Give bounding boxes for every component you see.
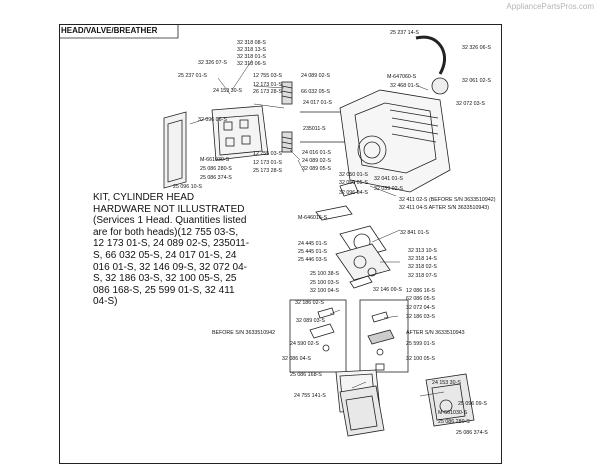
part-number-label: 32 096 04-S xyxy=(339,190,368,196)
part-number-label: 32 050 01-S xyxy=(339,172,368,178)
valve-springs-part xyxy=(281,81,293,153)
part-number-label: 24 089 02-S xyxy=(301,73,330,79)
part-number-label: 25 599 01-S xyxy=(406,341,435,347)
part-number-label: 24 153 30-S xyxy=(213,88,242,94)
valve-covers-bottom-part xyxy=(335,369,475,437)
part-number-label: 25 086 168-S xyxy=(290,372,322,378)
part-number-label: 32 411 02-S (BEFORE S/N 3633510942) xyxy=(399,197,496,203)
part-number-label: 12 755 03-S xyxy=(253,73,282,79)
part-number-label: 32 061 02-S xyxy=(462,78,491,84)
part-number-label: 32 089 05-S xyxy=(302,166,331,172)
part-number-label: 32 318 02-S xyxy=(408,264,437,270)
part-number-label: 32 318 06-S xyxy=(237,61,266,67)
part-number-label: 32 318 13-S xyxy=(237,47,266,53)
part-number-label: 32 100 05-S xyxy=(406,356,435,362)
part-number-label: 26 173 28-S xyxy=(253,89,282,95)
part-number-label: 32 318 01-S xyxy=(237,54,266,60)
part-number-label: 24 590 02-S xyxy=(290,341,319,347)
part-number-label: 32 041 01-S xyxy=(374,176,403,182)
part-number-label: 24 016 01-S xyxy=(302,150,331,156)
engine-block-part xyxy=(339,89,451,193)
part-number-label: 66 032 05-S xyxy=(301,89,330,95)
part-number-label: 32 318 14-S xyxy=(408,256,437,262)
part-number-label: 25 086 374-S xyxy=(456,430,488,436)
part-number-label: 24 445 01-S xyxy=(298,241,327,247)
part-number-label: BEFORE S/N 3633510942 xyxy=(212,330,276,336)
part-number-label: 32 318 08-S xyxy=(237,40,266,46)
part-number-label: 32 326 07-S xyxy=(198,60,227,66)
part-number-label: 32 039 02-S xyxy=(374,186,403,192)
part-number-label: 32 086 04-S xyxy=(282,356,311,362)
part-number-label: 24 153 30-S xyxy=(432,380,461,386)
part-number-label: 32 186 02-S xyxy=(295,300,324,306)
part-number-label: 24 755 141-S xyxy=(294,393,326,399)
valve-cover-part xyxy=(211,105,269,161)
part-number-label: 32 841 01-S xyxy=(400,230,429,236)
part-number-label: 25 237 14-S xyxy=(390,30,419,36)
part-number-label: 32 072 04-S xyxy=(406,305,435,311)
part-number-label: 24 017 01-S xyxy=(303,100,332,106)
part-number-label: 12 755 03-S xyxy=(253,151,282,157)
part-number-label: 25 446 03-S xyxy=(298,257,327,263)
part-number-label: 32 096 06-S xyxy=(198,117,227,123)
part-number-label: 32 318 07-S xyxy=(408,273,437,279)
part-number-label: 32 100 04-S xyxy=(310,288,339,294)
part-number-label: 32 186 03-S xyxy=(406,314,435,320)
part-number-label: 25 237 01-S xyxy=(178,73,207,79)
part-number-label: 32 326 06-S xyxy=(462,45,491,51)
watermark: AppliancePartsPros.com xyxy=(506,2,594,11)
part-number-label: 32 411 04-S AFTER S/N 3633510943) xyxy=(399,205,490,211)
cylinder-head-part xyxy=(335,225,391,289)
part-number-label: 25 096 09-S xyxy=(458,401,487,407)
part-number-label: 25 445 01-S xyxy=(298,249,327,255)
part-number-label: M-647060-S xyxy=(387,74,417,80)
part-number-label: 62 086 05-S xyxy=(406,296,435,302)
part-number-label: 12 173 01-S xyxy=(253,82,282,88)
part-number-label: M-661030-S xyxy=(438,410,468,416)
part-number-label: 25 086 280-S xyxy=(438,419,470,425)
diagram-title: HEAD/VALVE/BREATHER xyxy=(61,26,158,35)
part-number-label: 32 468 01-S xyxy=(390,83,419,89)
part-number-label: AFTER S/N 3633510943 xyxy=(406,330,465,336)
breather-cover-part xyxy=(163,111,187,189)
part-number-label: 32 089 03-S xyxy=(296,318,325,324)
kit-note: KIT, CYLINDER HEAD HARDWARE NOT ILLUSTRA… xyxy=(93,192,250,308)
part-number-label: 24 089 02-S xyxy=(302,158,331,164)
part-number-label: M-646016-S xyxy=(298,215,328,221)
part-number-label: M-661030-S xyxy=(200,157,230,163)
part-number-label: 235011-S xyxy=(303,126,326,132)
part-number-label: 12 086 16-S xyxy=(406,288,435,294)
part-number-label: 32 313 10-S xyxy=(408,248,437,254)
part-number-label: 32 146 09-S xyxy=(373,287,402,293)
part-number-label: 25 173 28-S xyxy=(253,168,282,174)
part-number-label: 25 100 38-S xyxy=(310,271,339,277)
part-number-label: 12 173 01-S xyxy=(253,160,282,166)
part-number-label: 25 086 280-S xyxy=(200,166,232,172)
part-number-label: 25 086 374-S xyxy=(200,175,232,181)
part-number-label: 25 100 03-S xyxy=(310,280,339,286)
part-number-label: 32 050 05-S xyxy=(339,180,368,186)
part-number-label: 32 072 03-S xyxy=(456,101,485,107)
part-number-label: 25 096 10-S xyxy=(173,184,202,190)
